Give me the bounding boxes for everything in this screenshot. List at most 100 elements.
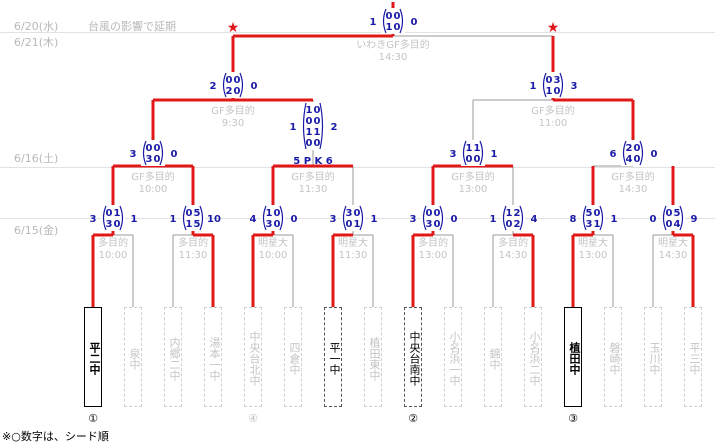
score-total-right: 4 <box>531 214 538 225</box>
date-label-620: 6/20(水) <box>14 20 59 33</box>
venue-label: 明星大 <box>258 236 288 249</box>
score-half-left: 0 <box>426 208 433 219</box>
venue-time: 13:00 <box>419 250 448 261</box>
score-total-right: 3 <box>571 81 578 92</box>
score-half-left: 5 <box>586 208 593 219</box>
score-bracket-left <box>662 205 667 231</box>
venue-label: 多目的 <box>98 236 128 249</box>
seed-marker-3: ③ <box>568 412 578 425</box>
venue-label: GF多目的 <box>211 104 255 117</box>
score-bracket-left <box>422 205 427 231</box>
score-bracket-right <box>679 205 684 231</box>
score-total-left: 3 <box>90 214 97 225</box>
score-half-left: 1 <box>466 143 473 154</box>
score-half-left: 3 <box>266 219 273 230</box>
team-box-nishiki: 錦中 <box>484 307 502 407</box>
score-half-right: 0 <box>314 138 321 149</box>
score-half-left: 1 <box>266 208 273 219</box>
venue-time: 14:30 <box>619 184 648 195</box>
score-half-left: 0 <box>106 208 113 219</box>
score-bracket-right <box>119 205 124 231</box>
score-half-left: 1 <box>306 127 313 138</box>
score-half-left: 0 <box>386 11 393 22</box>
score-total-left: 3 <box>130 149 137 160</box>
seed-marker-1: ① <box>88 412 98 425</box>
score-bracket-right <box>199 205 204 231</box>
score-total-left: 4 <box>250 214 257 225</box>
score-half-left: 3 <box>106 219 113 230</box>
star-icon: ★ <box>547 20 560 36</box>
score-bracket-right <box>319 102 324 150</box>
score-bracket-right <box>599 205 604 231</box>
venue-label: GF多目的 <box>611 170 655 183</box>
score-half-right: 1 <box>354 219 361 230</box>
score-half-left: 0 <box>146 143 153 154</box>
score-half-right: 0 <box>274 208 281 219</box>
score-half-right: 0 <box>554 86 561 97</box>
score-half-right: 0 <box>114 219 121 230</box>
venue-label: GF多目的 <box>451 170 495 183</box>
venue-label: 多目的 <box>418 236 448 249</box>
score-half-left: 3 <box>146 154 153 165</box>
score-half-right: 1 <box>594 219 601 230</box>
score-total-right: 10 <box>207 214 221 225</box>
score-half-left: 3 <box>346 208 353 219</box>
score-total-right: 0 <box>251 81 258 92</box>
venue-time: 10:00 <box>99 250 128 261</box>
venue-label: GF多目的 <box>291 170 335 183</box>
score-bracket-left <box>582 205 587 231</box>
seed-marker-4: ④ <box>248 412 258 425</box>
score-half-right: 3 <box>554 75 561 86</box>
score-half-left: 0 <box>226 75 233 86</box>
venue-time: 14:30 <box>659 250 688 261</box>
score-total-left: 1 <box>370 17 377 28</box>
team-box-yotsukura: 四倉中 <box>284 307 302 407</box>
score-bracket-right <box>159 140 164 166</box>
venue-time: 9:30 <box>222 118 244 129</box>
delay-note: 台風の影響で延期 <box>88 20 176 33</box>
score-half-right: 1 <box>114 208 121 219</box>
score-total-left: 0 <box>650 214 657 225</box>
score-half-right: 0 <box>474 154 481 165</box>
score-half-left: 1 <box>306 105 313 116</box>
score-half-right: 0 <box>594 208 601 219</box>
team-box-uchigo2: 内郷二中 <box>164 307 182 407</box>
score-half-right: 2 <box>514 219 521 230</box>
score-bracket-left <box>502 205 507 231</box>
score-half-left: 0 <box>506 219 513 230</box>
venue-time: 11:30 <box>339 250 368 261</box>
score-total-right: 0 <box>651 149 658 160</box>
score-total-right: 1 <box>611 214 618 225</box>
score-bracket-right <box>439 205 444 231</box>
score-total-left: 3 <box>450 149 457 160</box>
venue-time: 10:00 <box>259 250 288 261</box>
score-bracket-left <box>262 205 267 231</box>
score-half-right: 0 <box>234 75 241 86</box>
seed-legend: ※○数字は、シード順 <box>2 430 109 443</box>
date-label-615: 6/15(金) <box>14 224 59 237</box>
score-half-left: 2 <box>626 143 633 154</box>
team-box-ueda: 植田中 <box>564 307 582 407</box>
score-total-left: 1 <box>490 214 497 225</box>
venue-label: 明星大 <box>578 236 608 249</box>
venue-label: 多目的 <box>178 236 208 249</box>
team-box-uedahigashi: 植田東中 <box>364 307 382 407</box>
score-bracket-left <box>182 205 187 231</box>
team-box-yumoto1: 湯本一中 <box>204 307 222 407</box>
venue-time: 13:00 <box>579 250 608 261</box>
score-half-right: 1 <box>314 127 321 138</box>
star-icon: ★ <box>227 20 240 36</box>
venue-label: いわきGF多目的 <box>356 38 430 51</box>
score-half-left: 1 <box>186 219 193 230</box>
score-half-left: 0 <box>306 116 313 127</box>
score-half-right: 0 <box>314 105 321 116</box>
score-bracket-right <box>359 205 364 231</box>
score-total-right: 0 <box>411 17 418 28</box>
venue-label: 多目的 <box>498 236 528 249</box>
venue-time: 14:30 <box>499 250 528 261</box>
score-half-right: 0 <box>154 143 161 154</box>
score-bracket-left <box>542 72 547 98</box>
team-box-onahama2: 小名浜二中 <box>524 307 542 407</box>
team-box-onahama1: 小名浜一中 <box>444 307 462 407</box>
